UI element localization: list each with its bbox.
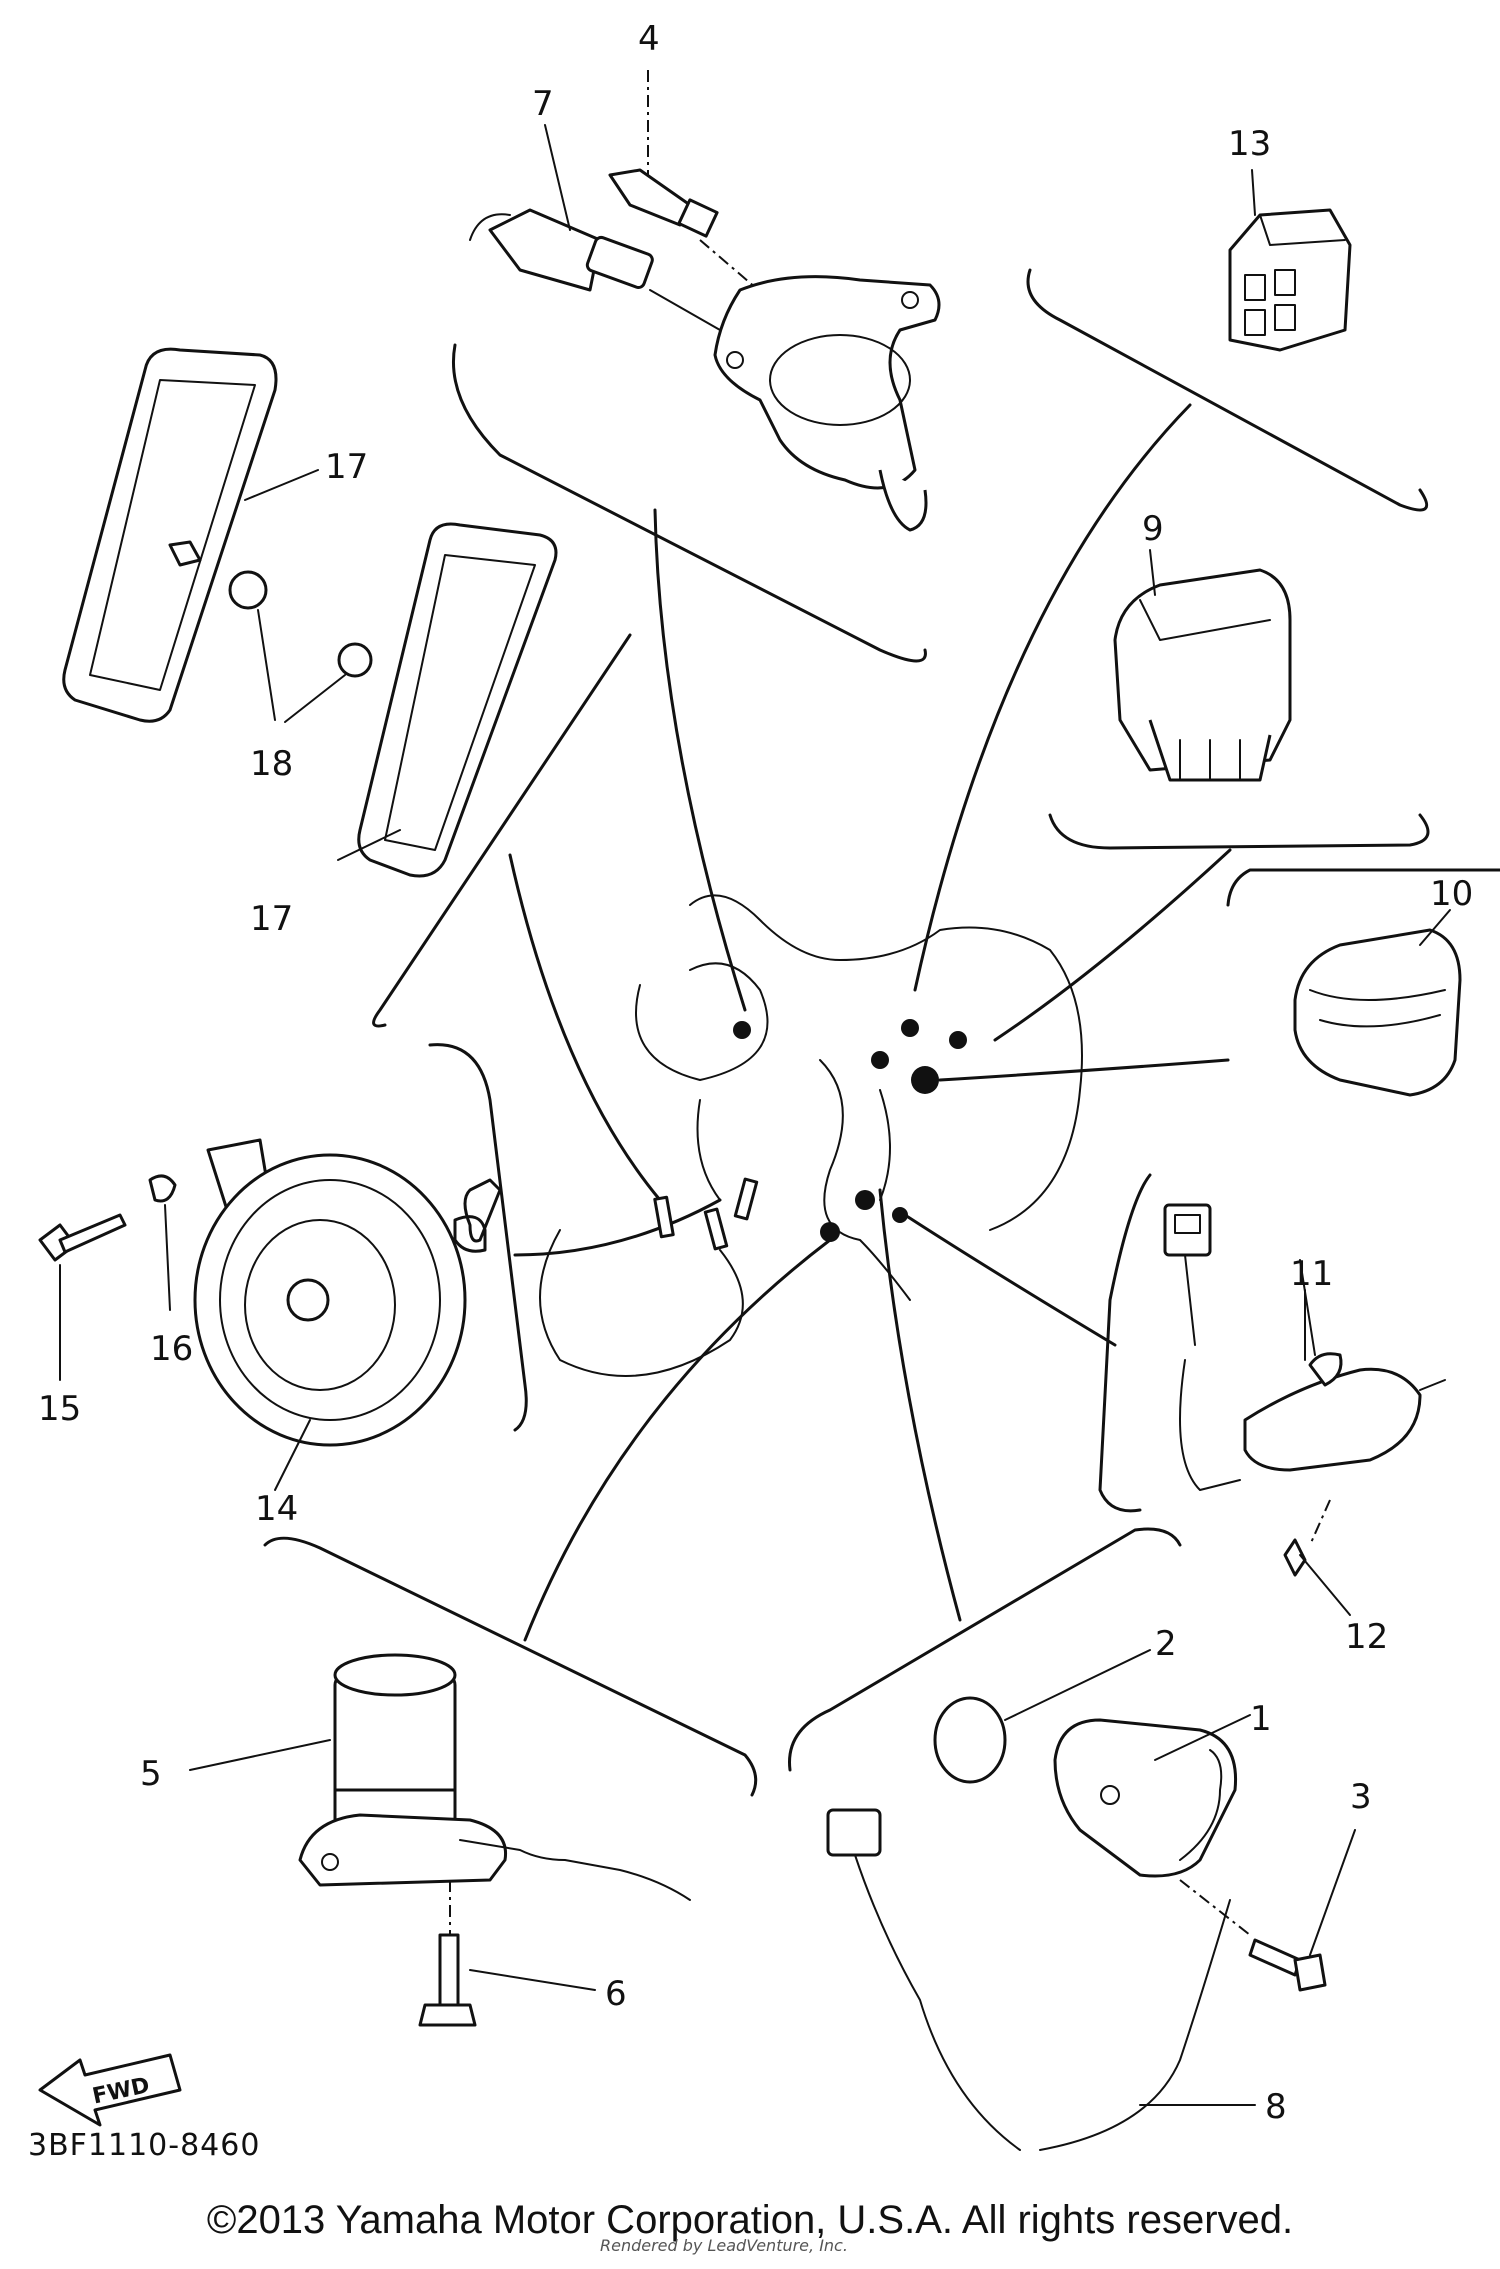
part-18-fasteners (168, 540, 373, 723)
callout-2: 2 (1155, 1624, 1177, 1664)
group-brackets (263, 268, 1500, 1797)
callout-leaders (544, 124, 1451, 1361)
part-2-oring (933, 1649, 1151, 1784)
part-17-reflector-top (62, 347, 278, 723)
part-6-bolt (418, 1880, 596, 2027)
part-1-cover (1053, 1714, 1251, 1878)
callout-9: 9 (1142, 509, 1164, 549)
callout-3: 3 (1350, 1777, 1372, 1817)
callout-6: 6 (605, 1974, 627, 2014)
harness-leaders (508, 403, 1232, 1642)
callout-14: 14 (255, 1489, 298, 1529)
credit-watermark: Rendered by LeadVenture, Inc. (600, 2236, 848, 2255)
part-3-bolt (1179, 1829, 1356, 1992)
part-16-washer (148, 1174, 177, 1311)
callout-17-top: 17 (325, 447, 368, 487)
callout-13: 13 (1228, 124, 1271, 164)
callout-4: 4 (638, 19, 660, 59)
fwd-arrow-icon: FWD (38, 2053, 182, 2127)
part-9-relay (1113, 568, 1292, 782)
part-17-leaders (244, 469, 401, 861)
part-7-switch (469, 208, 721, 331)
copyright-notice: ©2013 Yamaha Motor Corporation, U.S.A. A… (206, 2198, 1294, 2242)
part-13-connector (1228, 208, 1352, 352)
callout-12: 12 (1345, 1617, 1388, 1657)
thermostat-housing (713, 275, 941, 532)
callouts: 4 7 13 17 9 18 17 10 16 15 11 14 12 2 1 … (38, 19, 1473, 2127)
callout-8: 8 (1265, 2087, 1287, 2127)
callout-15: 15 (38, 1389, 81, 1429)
part-5-motor (189, 1653, 691, 1901)
callout-10: 10 (1430, 874, 1473, 914)
part-17-reflector-bottom (357, 522, 558, 878)
callout-17-bottom: 17 (250, 899, 293, 939)
reference-code: 3BF1110-8460 (28, 2128, 261, 2163)
part-10-box (1293, 928, 1462, 1097)
part-11-switch (1163, 1203, 1446, 1491)
part-14-horn (193, 1138, 502, 1491)
callout-5: 5 (140, 1754, 162, 1794)
part-8-lead (826, 1808, 1256, 2151)
callout-1: 1 (1250, 1699, 1272, 1739)
callout-7: 7 (532, 84, 554, 124)
part-12-screw (1283, 1499, 1351, 1616)
part-15-bolt (38, 1213, 127, 1381)
center-harness (539, 894, 1083, 1377)
callout-11: 11 (1290, 1254, 1333, 1294)
callout-18: 18 (250, 744, 293, 784)
callout-16: 16 (150, 1329, 193, 1369)
